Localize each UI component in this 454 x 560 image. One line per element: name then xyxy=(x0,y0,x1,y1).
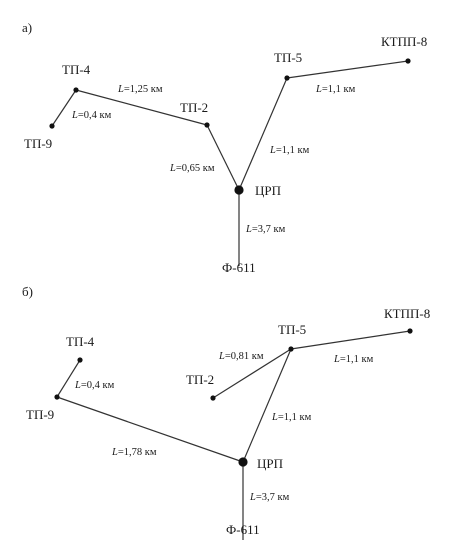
edge-length-label: L=0,4 км xyxy=(74,380,115,391)
edge-length-label: L=1,1 км xyxy=(269,145,310,156)
panel-2: б) L=0,4 км L=1,78 км L=0,81 км L=1,1 км L=1,… xyxy=(22,284,430,540)
node-crp xyxy=(238,457,248,467)
node-tp9 xyxy=(49,123,55,129)
panel-label: б) xyxy=(22,284,33,299)
edge-length-label: L=1,78 км xyxy=(111,447,157,458)
edge-line-tp5-ktpp8 xyxy=(290,330,411,350)
node-label-crp: ЦРП xyxy=(257,456,283,471)
edge-length-label: L=3,7 км xyxy=(249,492,290,503)
node-label-tp2: ТП-2 xyxy=(180,100,208,115)
node-tp5 xyxy=(284,75,290,81)
edge-length-label: L=1,1 км xyxy=(315,84,356,95)
node-ktpp8 xyxy=(407,328,413,334)
panel-label: а) xyxy=(22,20,32,35)
node-label-tp5: ТП-5 xyxy=(274,50,302,65)
node-label-ktpp8: КТПП-8 xyxy=(384,306,430,321)
edge-line-crp-tp5 xyxy=(238,77,288,191)
edge-line-crp-tp5 xyxy=(242,348,292,463)
edge-length-label: L=0,65 км xyxy=(169,163,215,174)
edge-length-label: L=0,4 км xyxy=(71,110,112,121)
node-tp5 xyxy=(288,346,294,352)
node-label-ktpp8: КТПП-8 xyxy=(381,34,427,49)
edge-line-tp2-crp xyxy=(206,124,240,191)
node-tp4 xyxy=(77,357,83,363)
edge-line-tp4-tp2 xyxy=(75,89,208,126)
node-tp9 xyxy=(54,394,60,400)
node-crp xyxy=(234,185,244,195)
node-label-tp4: ТП-4 xyxy=(66,334,95,349)
edge-length-label: L=1,1 км xyxy=(271,412,312,423)
edge-line-tp4-tp9 xyxy=(51,89,77,127)
node-label-tp9: ТП-9 xyxy=(26,407,54,422)
edge-line-tp2-tp5 xyxy=(212,348,292,399)
edge-length-label: L=0,81 км xyxy=(218,351,264,362)
edge-line-tp5-ktpp8 xyxy=(286,60,409,79)
edge-length-label: L=3,7 км xyxy=(245,224,286,235)
node-label-tp9: ТП-9 xyxy=(24,136,52,151)
node-ktpp8 xyxy=(405,58,411,64)
node-label-crp: ЦРП xyxy=(255,183,281,198)
edge-line-tp4-tp9 xyxy=(56,359,81,398)
node-label-f611: Ф-611 xyxy=(226,522,260,537)
node-label-tp2: ТП-2 xyxy=(186,372,214,387)
edge-length-label: L=1,25 км xyxy=(117,84,163,95)
edge-length-label: L=1,1 км xyxy=(333,354,374,365)
edge-line-tp9-crp xyxy=(56,396,244,463)
node-tp4 xyxy=(73,87,79,93)
node-tp2 xyxy=(210,395,216,401)
node-label-f611: Ф-611 xyxy=(222,260,256,275)
node-label-tp5: ТП-5 xyxy=(278,322,306,337)
node-tp2 xyxy=(204,122,210,128)
node-label-tp4: ТП-4 xyxy=(62,62,91,77)
panel-1: а) L=0,4 км L=1,25 км L=0,65 км L=1,1 км L=1,… xyxy=(22,20,427,275)
